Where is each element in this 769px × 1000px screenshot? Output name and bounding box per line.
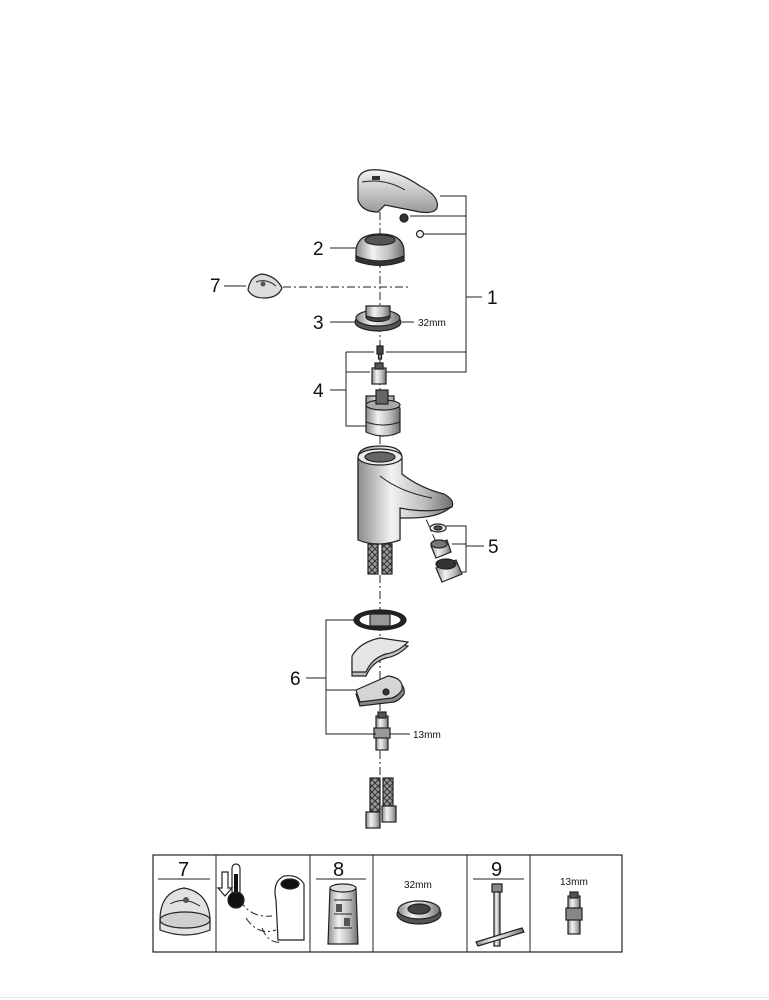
dimension-32mm: 32mm (418, 318, 446, 329)
lever-motion-icon (239, 875, 305, 943)
hex-key-icon (475, 883, 525, 947)
cartridge-screw (376, 345, 384, 360)
aerator-washer (429, 523, 447, 533)
callout-2: 2 (313, 239, 324, 260)
tool-label-13mm: 13mm (560, 877, 588, 888)
supply-hoses-lower (365, 777, 397, 829)
nut-13mm-icon (565, 891, 583, 935)
faucet-body (357, 445, 454, 545)
mounting-clamp-plate (355, 675, 405, 707)
callout-3: 3 (313, 313, 324, 334)
gasket-pad-icon (159, 887, 211, 936)
mounting-o-ring (353, 609, 407, 631)
thermometer-icon (227, 863, 245, 909)
set-screw (399, 213, 425, 239)
leader-lines (224, 195, 484, 735)
callout-6: 6 (290, 669, 301, 690)
cartridge-adapter (371, 362, 387, 385)
threaded-stud-13mm (373, 711, 391, 751)
tool-number-8: 8 (333, 859, 344, 881)
lever-handle (357, 169, 438, 214)
dimension-13mm: 13mm (413, 730, 441, 741)
down-arrow-icon (216, 871, 234, 897)
tool-number-7: 7 (178, 859, 189, 881)
supply-hoses-upper (367, 543, 393, 575)
cartridge-tool-icon (327, 883, 359, 945)
callout-1: 1 (487, 288, 498, 309)
aerator-insert (430, 539, 452, 559)
callout-7: 7 (210, 276, 221, 297)
gasket-pad (247, 273, 283, 299)
callout-5: 5 (488, 537, 499, 558)
cartridge (365, 389, 401, 437)
page-bottom-divider (0, 997, 769, 998)
tool-number-9: 9 (491, 859, 502, 881)
aerator-housing (435, 558, 463, 583)
ring-32mm-icon (396, 900, 442, 925)
dome-cover (355, 233, 405, 267)
tool-table: 7 8 (152, 854, 623, 953)
callout-4: 4 (313, 381, 324, 402)
tool-label-32mm: 32mm (404, 880, 432, 891)
cap-ring-32mm (354, 305, 402, 332)
mounting-gasket-plate (351, 637, 410, 677)
